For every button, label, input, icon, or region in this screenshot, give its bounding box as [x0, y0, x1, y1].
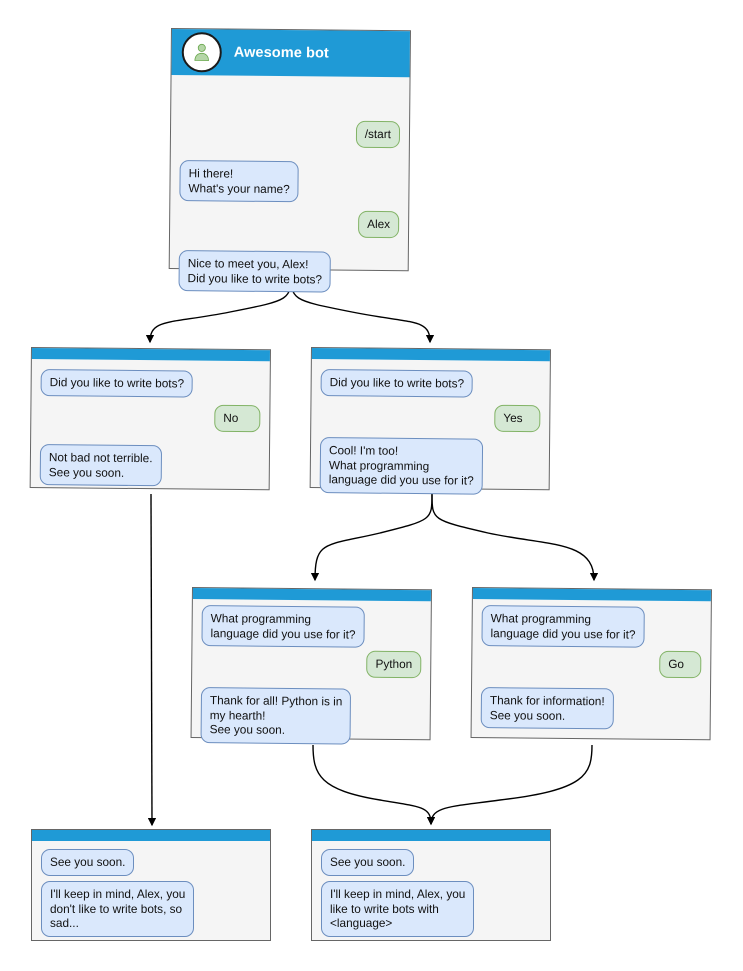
chat-body-python-branch: What programming language did you use fo…: [192, 599, 431, 745]
chat-body-end-yes: See you soon. I'll keep in mind, Alex, y…: [312, 841, 550, 940]
edge-go-to-end-yes: [426, 744, 593, 826]
message-user: Python: [366, 650, 422, 678]
message-user: No: [214, 404, 261, 432]
node-yes-branch[interactable]: Did you like to write bots? Yes Cool! I'…: [309, 347, 551, 495]
message-bot: Hi there! What's your name?: [179, 160, 299, 203]
message-bot: Not bad not terrible. See you soon.: [39, 444, 162, 487]
edge-yes-to-python: [310, 493, 433, 582]
chat-body-go-branch: What programming language did you use fo…: [472, 599, 711, 739]
message-user: Go: [659, 650, 702, 678]
message-bot: Did you like to write bots?: [40, 369, 194, 398]
card-header-bar: [32, 830, 270, 841]
user-avatar-icon: [181, 32, 222, 73]
card-header-bar: [312, 830, 550, 841]
message-bot: What programming language did you use fo…: [201, 605, 365, 648]
message-bot: I'll keep in mind, Alex, you don't like …: [41, 881, 195, 937]
message-bot: What programming language did you use fo…: [481, 605, 645, 648]
node-go-branch[interactable]: What programming language did you use fo…: [470, 587, 712, 741]
message-bot: I'll keep in mind, Alex, you like to wri…: [321, 881, 475, 937]
message-bot: See you soon.: [41, 849, 135, 876]
node-end-no[interactable]: See you soon. I'll keep in mind, Alex, y…: [31, 829, 271, 941]
chat-body-yes-branch: Did you like to write bots? Yes Cool! I'…: [311, 359, 550, 495]
bot-name-label: Awesome bot: [233, 44, 329, 62]
chat-body-start: /start Hi there! What's your name? Alex …: [170, 75, 410, 293]
edge-yes-to-go: [431, 493, 599, 582]
node-no-branch[interactable]: Did you like to write bots? No Not bad n…: [29, 347, 271, 491]
edge-no-to-end-no: [147, 493, 157, 827]
chat-body-end-no: See you soon. I'll keep in mind, Alex, y…: [32, 841, 270, 940]
message-bot: Did you like to write bots?: [320, 369, 474, 398]
message-user: Yes: [494, 404, 541, 432]
node-python-branch[interactable]: What programming language did you use fo…: [190, 587, 432, 745]
bot-header-bar: Awesome bot: [171, 29, 410, 78]
node-start[interactable]: Awesome bot /start Hi there! What's your…: [168, 28, 411, 293]
chat-body-no-branch: Did you like to write bots? No Not bad n…: [31, 359, 270, 489]
message-bot: Nice to meet you, Alex! Did you like to …: [178, 250, 332, 293]
message-bot: Thank for information! See you soon.: [480, 687, 614, 730]
message-bot: Thank for all! Python is in my hearth! S…: [200, 687, 352, 745]
edge-python-to-end-yes: [312, 744, 436, 826]
message-bot: See you soon.: [321, 849, 415, 876]
message-user: /start: [355, 120, 401, 148]
message-user: Alex: [358, 210, 400, 238]
message-bot: Cool! I'm too! What programming language…: [319, 437, 484, 495]
node-end-yes[interactable]: See you soon. I'll keep in mind, Alex, y…: [311, 829, 551, 941]
